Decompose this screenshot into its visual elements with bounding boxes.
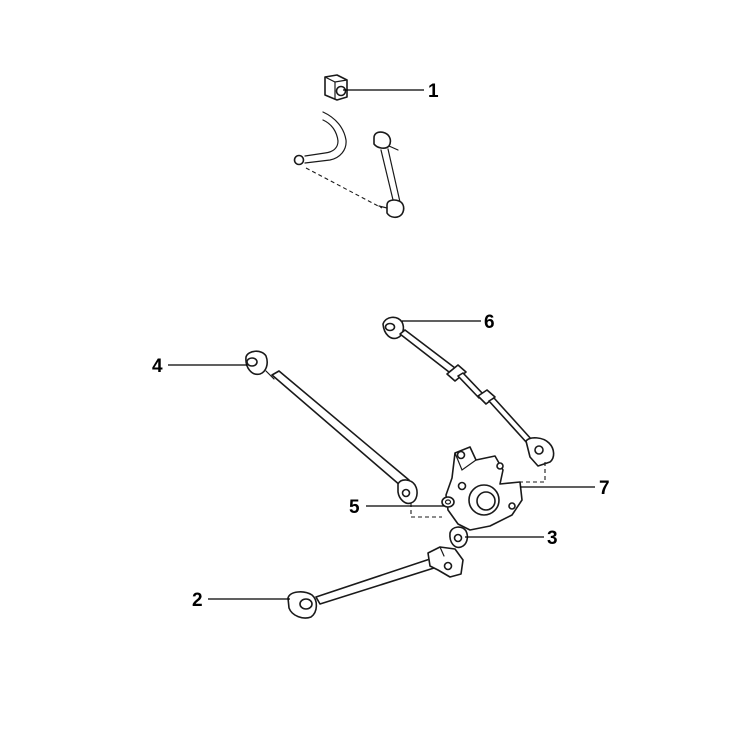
callout-5: 5 [349, 497, 360, 518]
callout-6: 6 [484, 312, 495, 333]
callout-3: 3 [547, 528, 558, 549]
upper-control-arm [382, 316, 555, 483]
callout-7: 7 [599, 478, 610, 499]
carrier-bushing-upper [410, 496, 455, 518]
callout-1: 1 [428, 81, 439, 102]
carrier-bushing-lower [449, 526, 469, 549]
stabilizer-bar [293, 111, 347, 166]
stabilizer-bushing [324, 74, 348, 101]
callout-4: 4 [152, 356, 163, 377]
trailing-arm [287, 546, 464, 619]
stabilizer-connection-dashed-line [305, 167, 383, 209]
lower-control-arm [245, 350, 418, 505]
callout-leader-lines [168, 89, 595, 600]
stabilizer-bar-assembly [293, 74, 405, 219]
stabilizer-link [373, 131, 405, 219]
rear-axle-carrier [445, 446, 523, 531]
callout-labels: 1 2 3 4 5 6 7 [152, 81, 610, 611]
callout-2: 2 [192, 590, 203, 611]
